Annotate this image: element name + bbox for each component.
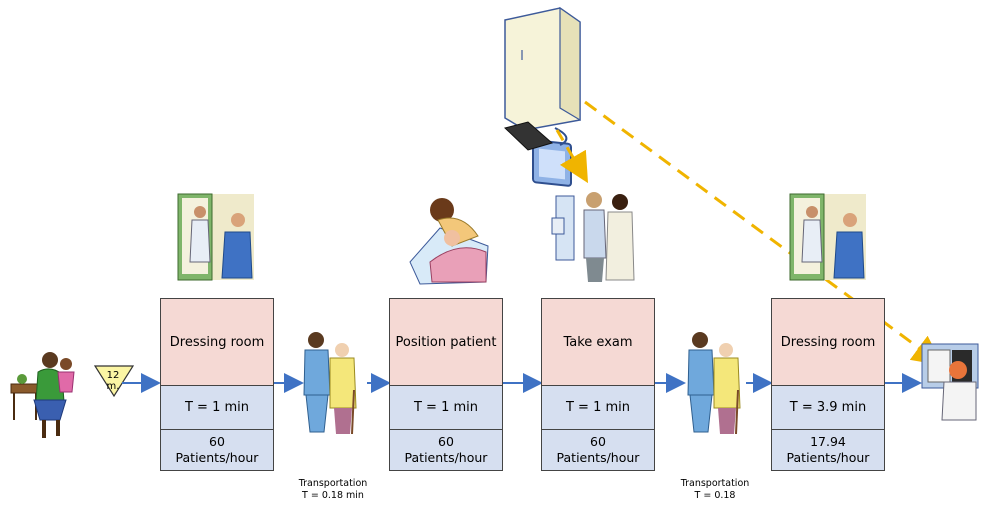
inventory-triangle [93,365,135,398]
inventory-label: 12 m. [94,370,132,392]
transport-time: T = 0.18 [694,490,736,501]
process-cycle-time: T = 1 min [390,386,502,430]
dressing-room-icon-2 [789,193,866,281]
process-rate-value: 60 [438,434,454,449]
process-box-dressing-room-2: Dressing room T = 3.9 min 17.94 Patients… [771,298,885,471]
process-rate: 60 Patients/hour [542,430,654,470]
process-rate-unit: Patients/hour [175,450,259,465]
process-cycle-time: T = 1 min [542,386,654,430]
process-rate: 60 Patients/hour [161,430,273,470]
process-rate-unit: Patients/hour [786,450,870,465]
process-rate-value: 60 [590,434,606,449]
process-name: Position patient [390,299,502,386]
dressing-room-icon-1 [177,193,254,281]
process-rate: 17.94 Patients/hour [772,430,884,470]
transport-title: Transportation [680,478,750,489]
transport-title: Transportation [298,478,368,489]
process-box-dressing-room-1: Dressing room T = 1 min 60 Patients/hour [160,298,274,471]
process-name: Take exam [542,299,654,386]
transport-label-1: Transportation T = 0.18 min [278,478,388,502]
process-rate-unit: Patients/hour [556,450,640,465]
process-rate: 60 Patients/hour [390,430,502,470]
inventory-unit: m. [106,381,120,392]
radiologist-viewer-icon [921,343,979,421]
info-arrow-to-exam [555,129,589,184]
position-patient-icon [409,198,489,285]
process-rate-value: 17.94 [810,434,846,449]
computer-icon [504,6,581,187]
process-name: Dressing room [772,299,884,386]
process-rate-unit: Patients/hour [404,450,488,465]
waiting-patient-icon [10,352,75,438]
process-name: Dressing room [161,299,273,386]
inventory-value: 12 [106,370,120,381]
process-cycle-time: T = 3.9 min [772,386,884,430]
process-box-take-exam: Take exam T = 1 min 60 Patients/hour [541,298,655,471]
take-exam-icon [551,192,635,282]
info-arrow-to-viewer [584,100,943,366]
walking-patient-icon-2 [687,332,741,435]
transport-time: T = 0.18 min [302,490,364,501]
process-rate-value: 60 [209,434,225,449]
process-cycle-time: T = 1 min [161,386,273,430]
walking-patient-icon-1 [303,332,357,435]
transport-label-2: Transportation T = 0.18 [660,478,770,502]
process-box-position-patient: Position patient T = 1 min 60 Patients/h… [389,298,503,471]
